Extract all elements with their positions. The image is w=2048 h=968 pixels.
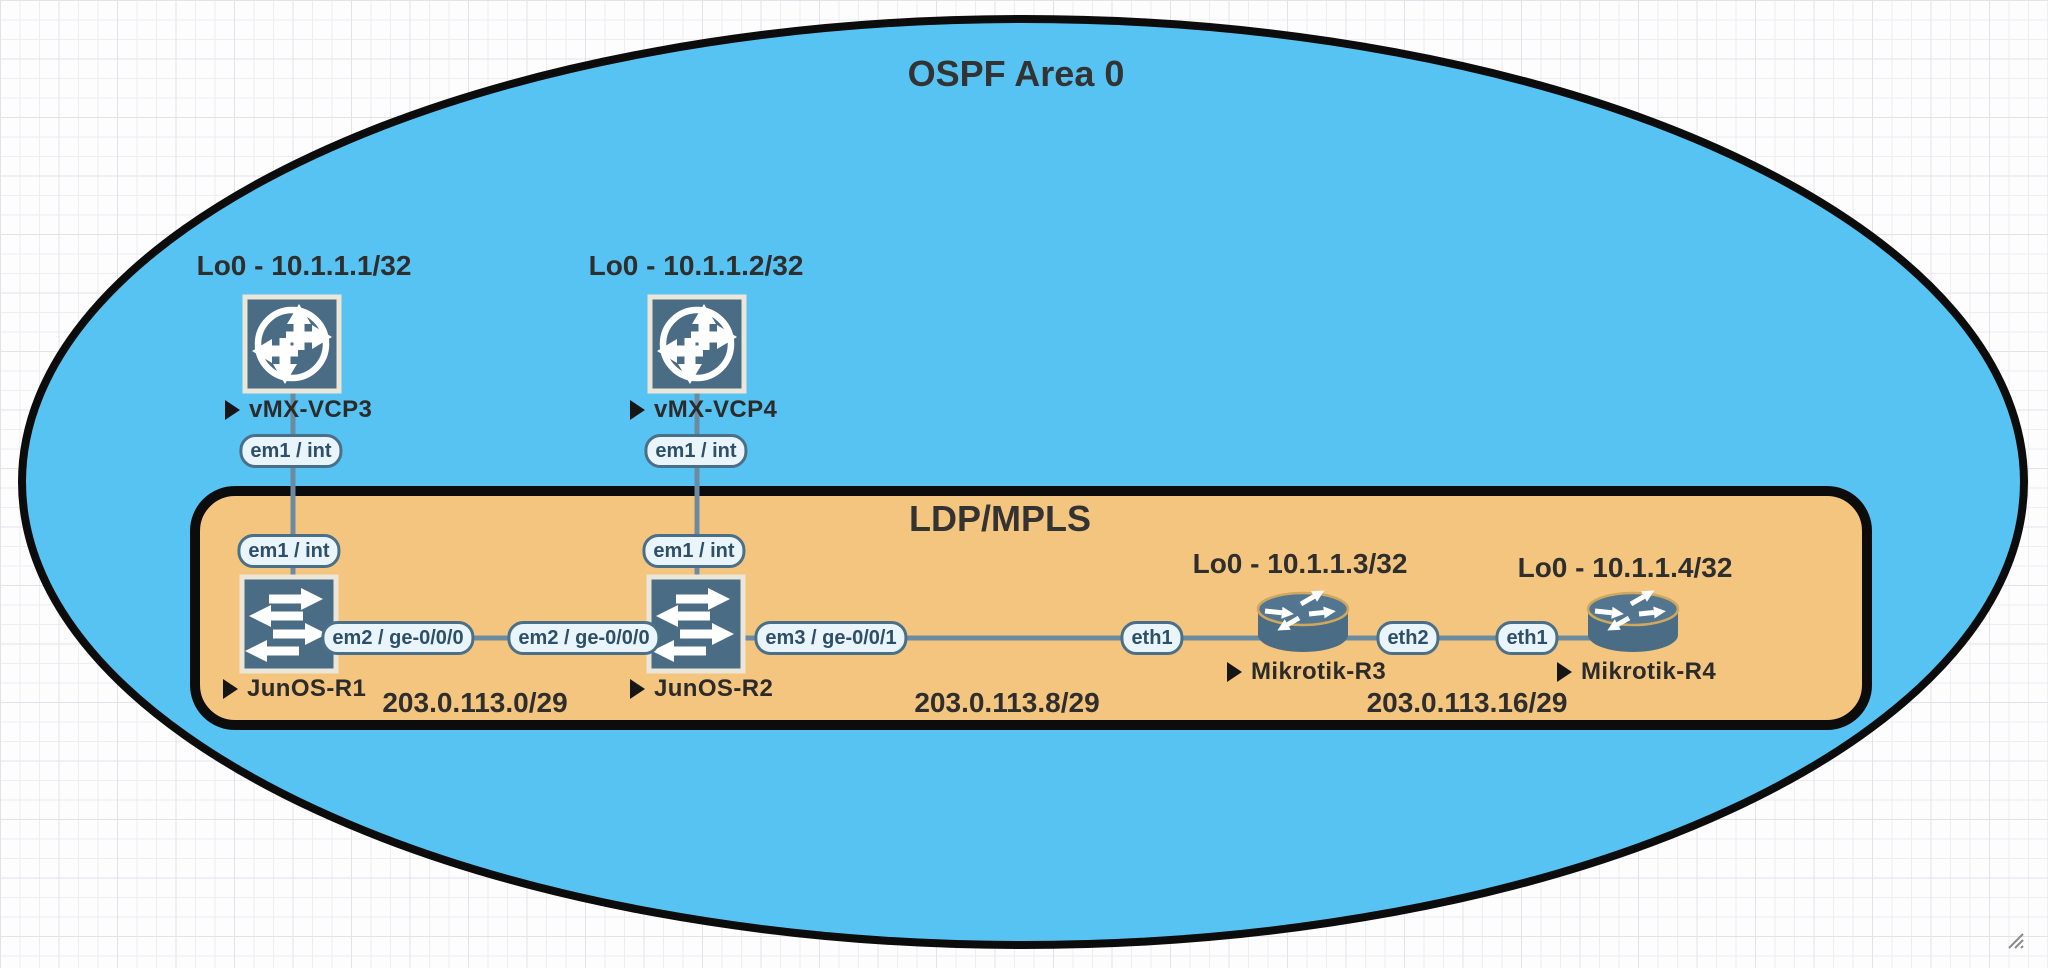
running-indicator-icon — [1557, 662, 1572, 682]
interface-badge-r3-eth1[interactable]: eth1 — [1120, 621, 1184, 655]
loopback-label-vmx-vcp3[interactable]: Lo0 - 10.1.1.1/32 — [196, 250, 412, 281]
router-icon-mikrotik-r3[interactable] — [1253, 589, 1353, 659]
ldp-mpls-title[interactable]: LDP/MPLS — [908, 498, 1092, 539]
node-label-vmx-vcp4[interactable]: vMX-VCP4 — [630, 396, 777, 424]
interface-badge-r3-eth2[interactable]: eth2 — [1376, 621, 1440, 655]
subnet-label-r2-r3[interactable]: 203.0.113.8/29 — [914, 687, 1100, 718]
loopback-label-mikrotik-r4[interactable]: Lo0 - 10.1.1.4/32 — [1517, 552, 1733, 583]
running-indicator-icon — [223, 679, 238, 699]
running-indicator-icon — [1227, 662, 1242, 682]
interface-badge-r1-em2[interactable]: em2 / ge-0/0/0 — [321, 621, 475, 655]
switch-icon-junos-r1[interactable] — [239, 574, 339, 674]
ospf-area-ellipse[interactable] — [18, 15, 2028, 949]
subnet-label-r3-r4[interactable]: 203.0.113.16/29 — [1366, 687, 1568, 718]
loopback-label-mikrotik-r3[interactable]: Lo0 - 10.1.1.3/32 — [1192, 548, 1408, 579]
node-label-mikrotik-r3[interactable]: Mikrotik-R3 — [1227, 658, 1386, 686]
interface-badge-r1-em1[interactable]: em1 / int — [237, 534, 341, 568]
ldp-mpls-rectangle[interactable] — [190, 486, 1872, 730]
interface-badge-vmx3-em1[interactable]: em1 / int — [239, 434, 343, 468]
node-label-junos-r2[interactable]: JunOS-R2 — [630, 675, 773, 703]
node-label-mikrotik-r4[interactable]: Mikrotik-R4 — [1557, 658, 1716, 686]
resize-handle-icon[interactable] — [2004, 929, 2026, 956]
node-label-vmx-vcp3[interactable]: vMX-VCP3 — [225, 396, 372, 424]
switch-icon-junos-r2[interactable] — [646, 574, 746, 674]
ospf-area-title[interactable]: OSPF Area 0 — [907, 53, 1125, 94]
router-icon-mikrotik-r4[interactable] — [1583, 589, 1683, 659]
running-indicator-icon — [630, 400, 645, 420]
subnet-label-r1-r2[interactable]: 203.0.113.0/29 — [382, 687, 568, 718]
juniper-router-icon-vmx-vcp4[interactable] — [647, 294, 747, 394]
node-label-junos-r1[interactable]: JunOS-R1 — [223, 675, 366, 703]
running-indicator-icon — [630, 679, 645, 699]
interface-badge-vmx4-em1[interactable]: em1 / int — [644, 434, 748, 468]
juniper-router-icon-vmx-vcp3[interactable] — [242, 294, 342, 394]
running-indicator-icon — [225, 400, 240, 420]
interface-badge-r2-em3[interactable]: em3 / ge-0/0/1 — [754, 621, 908, 655]
interface-badge-r2-em1[interactable]: em1 / int — [642, 534, 746, 568]
loopback-label-vmx-vcp4[interactable]: Lo0 - 10.1.1.2/32 — [588, 250, 804, 281]
interface-badge-r4-eth1[interactable]: eth1 — [1495, 621, 1559, 655]
interface-badge-r2-em2[interactable]: em2 / ge-0/0/0 — [507, 621, 661, 655]
